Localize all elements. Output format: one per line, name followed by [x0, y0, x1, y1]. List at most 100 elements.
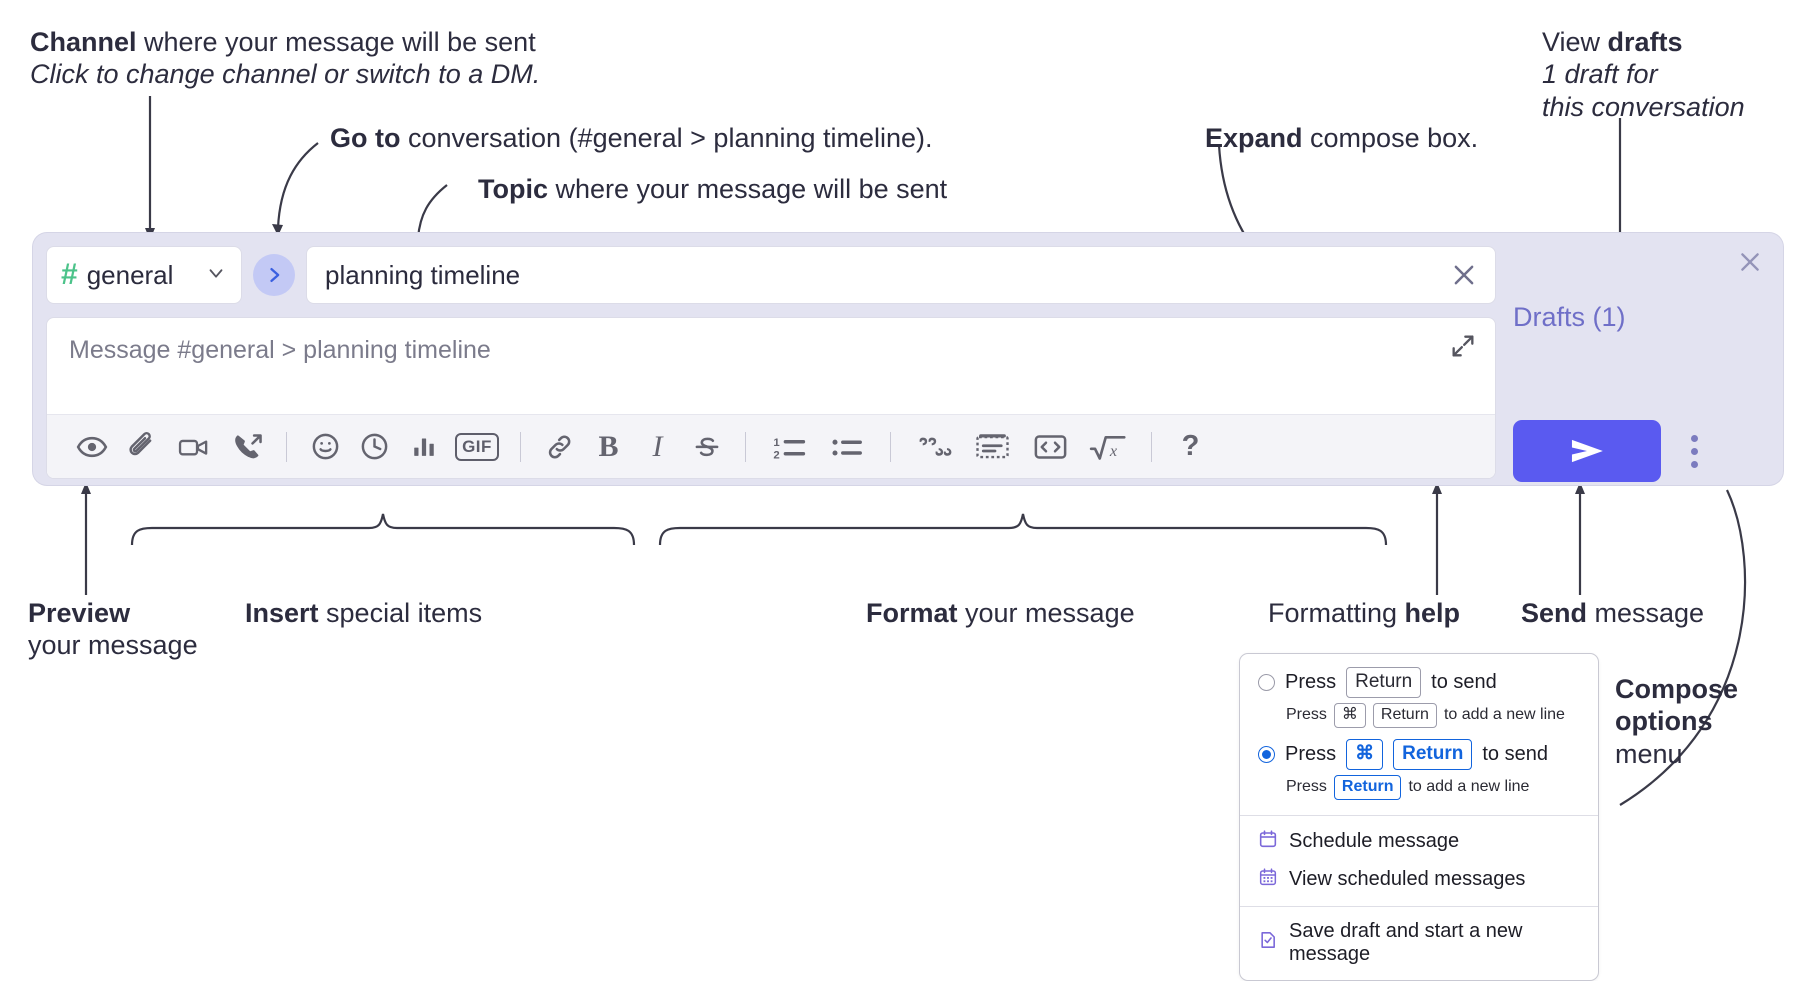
option2-sub: Press Return to add a new line: [1240, 770, 1598, 808]
menu-item-save-draft[interactable]: Save draft and start a new message: [1240, 914, 1598, 972]
annotation-topic: Topic where your message will be sent: [478, 174, 948, 204]
attachment-icon[interactable]: [116, 424, 165, 470]
menu-item-label: Save draft and start a new message: [1289, 919, 1523, 965]
gif-icon[interactable]: GIF: [448, 424, 506, 470]
option1-pre: Press: [1285, 670, 1337, 693]
italic-glyph: I: [652, 429, 663, 463]
chevron-down-icon: [205, 262, 227, 289]
option2-sub-key-return: Return: [1333, 774, 1402, 800]
svg-text:x: x: [1109, 441, 1118, 459]
svg-text:1: 1: [773, 436, 780, 448]
clear-topic-icon[interactable]: [1449, 260, 1479, 290]
option-cmd-return-to-send[interactable]: Press ⌘ Return to send: [1240, 736, 1598, 770]
send-row: [1513, 420, 1709, 482]
bulleted-list-icon[interactable]: [818, 424, 876, 470]
code-block-icon[interactable]: [963, 424, 1021, 470]
toolbar-separator: [890, 431, 891, 462]
bold-icon[interactable]: B: [584, 424, 633, 470]
message-box: Message #general > planning timeline: [46, 317, 1496, 479]
topic-input[interactable]: planning timeline: [306, 246, 1496, 304]
menu-item-label: View scheduled messages: [1289, 868, 1526, 890]
poll-icon[interactable]: [399, 424, 448, 470]
option2-key-cmd: ⌘: [1346, 738, 1384, 770]
bold-glyph: B: [598, 429, 619, 463]
clock-icon[interactable]: [350, 424, 399, 470]
option2-sub-pre: Press: [1286, 778, 1327, 795]
toolbar-separator: [520, 431, 521, 462]
option1-key: Return: [1346, 667, 1422, 698]
radio-cmd-return[interactable]: [1258, 745, 1275, 763]
strikethrough-icon[interactable]: [682, 424, 731, 470]
italic-icon[interactable]: I: [633, 424, 682, 470]
compose-right-column: Drafts (1): [1513, 246, 1768, 482]
message-placeholder: Message #general > planning timeline: [69, 336, 491, 364]
compose-options-menu: Press Return to send Press ⌘ Return to a…: [1239, 653, 1599, 981]
annotation-channel: Channel where your message will be sent …: [30, 27, 541, 90]
kebab-dot: [1690, 460, 1698, 468]
channel-selector[interactable]: # general: [46, 246, 242, 304]
calendar-grid-icon: [1258, 867, 1278, 893]
menu-item-view-scheduled-messages[interactable]: View scheduled messages: [1240, 861, 1598, 899]
drafts-link[interactable]: Drafts (1): [1513, 302, 1626, 332]
menu-item-schedule-message[interactable]: Schedule message: [1240, 823, 1598, 861]
option1-sub-key-cmd: ⌘: [1333, 702, 1366, 728]
compose-options-button[interactable]: [1679, 428, 1709, 474]
paper-plane-icon: [1571, 439, 1603, 463]
go-to-conversation-button[interactable]: [253, 254, 295, 296]
radio-return[interactable]: [1258, 673, 1275, 691]
svg-text:2: 2: [773, 449, 779, 461]
option1-post: to send: [1431, 670, 1497, 693]
math-icon[interactable]: x: [1079, 424, 1137, 470]
expand-icon[interactable]: [1449, 332, 1477, 360]
compose-panel: # general planning timeline: [33, 233, 1783, 485]
save-draft-icon: [1258, 930, 1278, 956]
annotation-send: Send message: [1521, 598, 1705, 628]
channel-name-label: general: [86, 259, 174, 290]
kebab-dot: [1690, 447, 1698, 455]
formatting-toolbar: GIF B I: [47, 414, 1495, 478]
menu-divider: [1240, 905, 1598, 907]
leader-topic: [416, 184, 448, 239]
option1-sub-key-return: Return: [1372, 702, 1437, 728]
annotation-help: Formatting help: [1268, 598, 1461, 628]
video-icon[interactable]: [165, 424, 223, 470]
option2-sub-post: to add a new line: [1408, 778, 1530, 795]
huddle-icon[interactable]: [223, 424, 272, 470]
option1-sub: Press ⌘ Return to add a new line: [1240, 698, 1598, 736]
brace-insert: [130, 513, 636, 546]
emoji-icon[interactable]: [301, 424, 350, 470]
option2-post: to send: [1482, 742, 1548, 765]
compose-inner: # general planning timeline: [46, 246, 1496, 479]
annotation-expand: Expand compose box.: [1205, 123, 1479, 153]
help-glyph: ?: [1181, 430, 1200, 462]
annotation-format: Format your message: [866, 598, 1135, 628]
menu-item-label: Schedule message: [1289, 830, 1460, 852]
annotation-preview: Preview your message: [28, 598, 198, 661]
annotation-drafts: View drafts 1 draft for this conversatio…: [1542, 27, 1745, 122]
annotation-compose-options: Compose options menu: [1615, 674, 1739, 769]
option-return-to-send[interactable]: Press Return to send: [1240, 664, 1598, 698]
hash-icon: #: [61, 258, 78, 291]
code-icon[interactable]: [1021, 424, 1079, 470]
chevron-right-icon: [270, 268, 280, 282]
blockquote-icon[interactable]: [905, 424, 963, 470]
brace-format: [658, 513, 1388, 546]
compose-header-row: # general planning timeline: [46, 246, 1496, 304]
calendar-icon: [1258, 829, 1278, 855]
annotation-insert: Insert special items: [245, 598, 483, 628]
ordered-list-icon[interactable]: 1 2: [760, 424, 818, 470]
option2-key-return: Return: [1393, 738, 1473, 770]
menu-divider: [1240, 814, 1598, 816]
toolbar-separator: [745, 431, 746, 462]
close-icon[interactable]: [1733, 245, 1767, 279]
link-icon[interactable]: [535, 424, 584, 470]
leader-goto: [276, 142, 319, 229]
help-icon[interactable]: ?: [1166, 424, 1215, 470]
gif-label: GIF: [455, 432, 499, 461]
preview-icon[interactable]: [67, 424, 116, 470]
message-input[interactable]: Message #general > planning timeline: [47, 318, 1495, 414]
option1-sub-pre: Press: [1286, 706, 1327, 724]
topic-value: planning timeline: [325, 259, 521, 290]
annotation-goto: Go to conversation (#general > planning …: [330, 123, 933, 153]
send-button[interactable]: [1513, 420, 1661, 482]
